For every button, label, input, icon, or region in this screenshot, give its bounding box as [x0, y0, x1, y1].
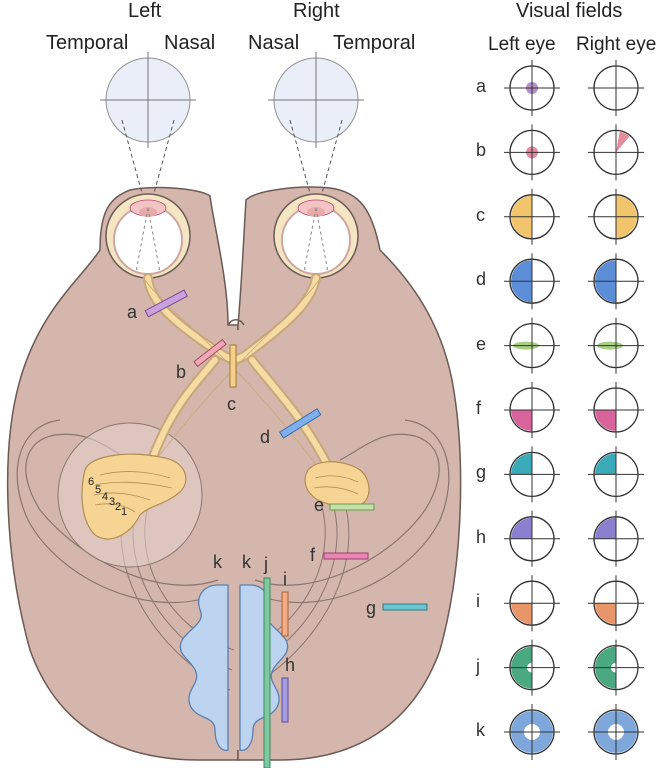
row-label-f: f	[476, 398, 482, 418]
visual-field-left-a	[504, 60, 560, 116]
lesion-bar-d	[279, 408, 322, 439]
visual-field-right-e	[588, 317, 644, 374]
right-heading: Right	[293, 0, 340, 22]
right-visual-field-globe	[268, 52, 364, 148]
visual-field-left-f	[504, 382, 560, 438]
left-visual-field-globe	[100, 52, 196, 148]
visual-field-left-e	[504, 317, 560, 374]
left-eye-heading: Left eye	[488, 34, 556, 55]
visual-field-right-k	[588, 704, 644, 760]
right-eye-heading: Right eye	[576, 34, 657, 55]
visual-field-right-i	[588, 575, 644, 632]
visual-field-left-b	[504, 124, 560, 181]
left-heading: Left	[128, 0, 162, 22]
visual-field-right-b	[588, 124, 644, 181]
lesion-bar-c	[229, 344, 237, 388]
right-temporal-label: Temporal	[333, 32, 416, 54]
row-label-j: j	[476, 655, 480, 676]
diagram-label-d: d	[260, 427, 270, 447]
lgn-layer-5: 5	[95, 484, 101, 496]
row-label-c: c	[476, 204, 485, 225]
lesion-bar-b	[193, 338, 227, 368]
lgn-layer-2: 2	[115, 501, 121, 513]
lgn-layer-1: 1	[121, 506, 127, 518]
row-label-e: e	[476, 333, 487, 354]
row-label-d: d	[476, 269, 487, 290]
lesion-bar-f	[323, 552, 369, 560]
row-label-i: i	[476, 591, 480, 612]
diagram-label-i: i	[283, 569, 287, 589]
lesion-bar-j	[263, 577, 271, 768]
right-eye	[273, 193, 359, 279]
lesion-bar-g	[382, 603, 428, 611]
visual-field-right-a	[588, 60, 644, 116]
diagram-label-g: g	[366, 598, 376, 618]
row-label-b: b	[476, 140, 487, 161]
diagram-label-a: a	[127, 302, 138, 322]
visual-pathway-diagram: 6 5 4 3 2 1 a b c d e f g i h j k k	[6, 52, 462, 768]
visual-field-left-g	[504, 446, 560, 503]
row-label-g: g	[476, 462, 487, 483]
calcarine-cortex-left	[179, 584, 229, 751]
diagram-label-e: e	[314, 495, 324, 515]
visual-field-left-k	[504, 704, 560, 760]
left-nasal-label: Nasal	[164, 32, 216, 54]
visual-field-left-c	[504, 188, 560, 245]
lgn-layer-6: 6	[88, 476, 94, 488]
visual-field-right-c	[588, 188, 644, 245]
visual-field-left-h	[504, 510, 560, 567]
visual-field-right-f	[588, 382, 644, 438]
right-nasal-label: Nasal	[248, 32, 300, 54]
visual-fields-heading: Visual fields	[516, 0, 623, 22]
lesion-bar-a	[144, 289, 188, 318]
row-label-h: h	[476, 526, 487, 547]
visual-field-right-j	[588, 639, 644, 696]
visual-field-right-h	[588, 510, 644, 567]
lgn-layer-3: 3	[109, 496, 115, 508]
lesion-bar-h	[281, 677, 289, 723]
visual-field-left-d	[504, 253, 560, 310]
diagram-label-k-left: k	[213, 552, 223, 572]
left-temporal-label: Temporal	[46, 32, 129, 54]
diagram-label-f: f	[310, 545, 316, 565]
diagram-label-k-right: k	[242, 552, 252, 572]
diagram-label-b: b	[176, 362, 186, 382]
lgn-layer-4: 4	[102, 491, 108, 503]
lesion-bar-e	[329, 503, 375, 511]
row-label-a: a	[476, 76, 487, 96]
visual-field-right-d	[588, 253, 644, 310]
diagram-label-c: c	[227, 394, 236, 414]
row-label-k: k	[476, 720, 485, 740]
visual-field-left-j	[504, 639, 560, 696]
visual-field-right-g	[588, 446, 644, 503]
left-eye	[105, 193, 191, 279]
diagram-label-j: j	[263, 554, 268, 574]
diagram-label-h: h	[285, 655, 295, 675]
visual-field-left-i	[504, 575, 560, 632]
lesion-bar-i	[281, 591, 289, 637]
